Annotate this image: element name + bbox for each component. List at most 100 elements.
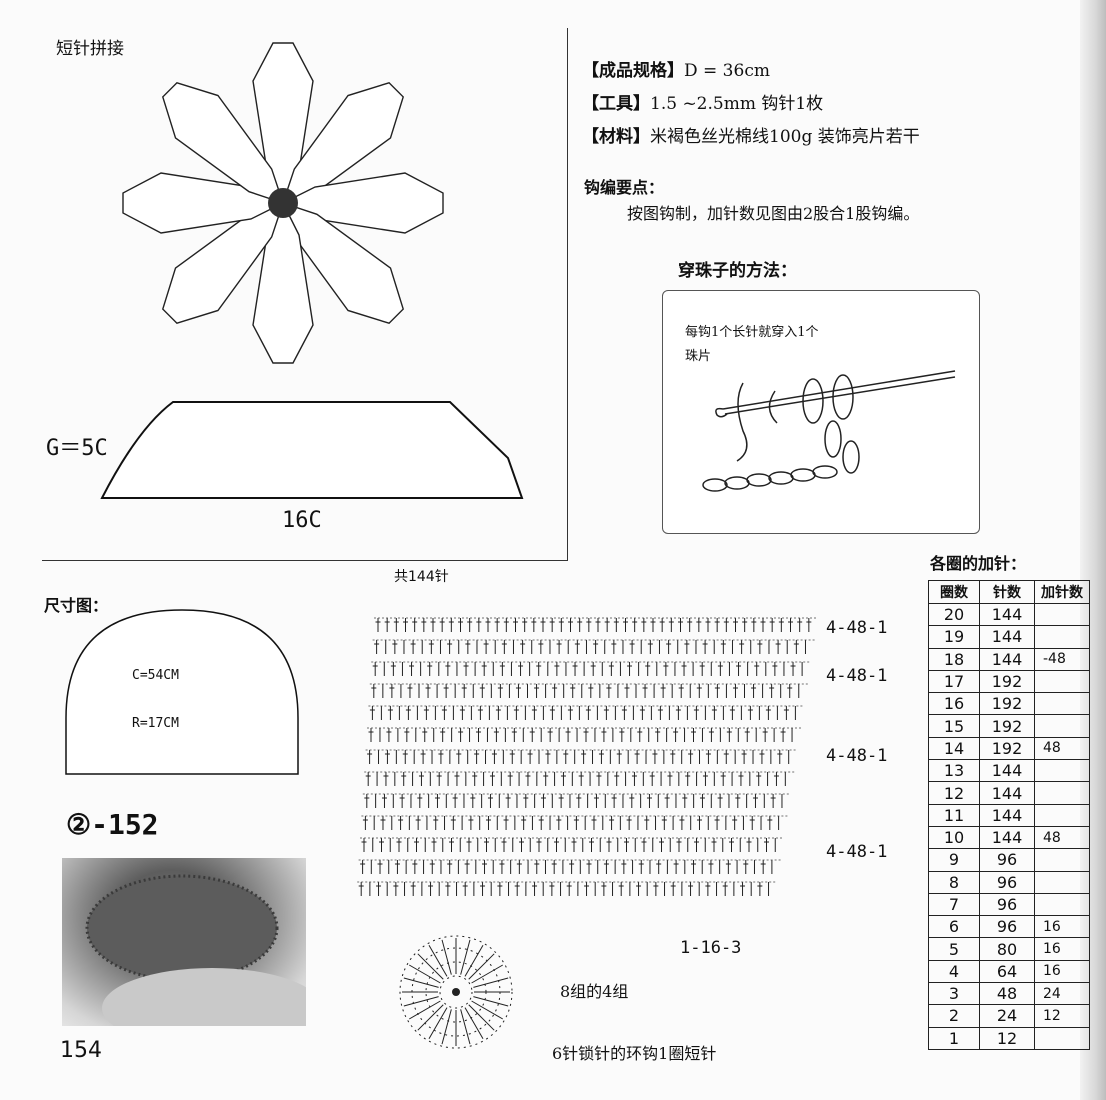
row-label-4: 4-48-1 [826, 842, 888, 862]
spec-size: 【成品规格】D = 36cm [582, 61, 770, 81]
circumference-label: C=54CM [132, 668, 179, 683]
round-cell: 2 [928, 1004, 980, 1028]
stitch-chart [357, 617, 818, 896]
round-cell: 1 [928, 1026, 980, 1050]
header-increase: 加针数 [1034, 580, 1090, 604]
header-stitches: 针数 [979, 580, 1035, 604]
round-cell: 14 [928, 736, 980, 761]
size-diagram-heading: 尺寸图： [44, 596, 109, 615]
stitch-count-cell: 96 [979, 892, 1035, 917]
spec-material: 【材料】米褐色丝光棉线100g 装饰亮片若干 [582, 127, 920, 147]
key-points-body: 按图钩制，加针数见图由2股合1股钩编。 [627, 204, 920, 223]
panel-border-right [567, 28, 568, 560]
start-note: 6针锁针的环钩1圈短针 [552, 1044, 717, 1063]
round-cell: 8 [928, 870, 980, 894]
key-points-heading: 钩编要点： [584, 178, 665, 197]
round-cell: 19 [928, 625, 980, 649]
panel-border-bottom [42, 560, 568, 561]
increase-cell [1034, 759, 1090, 783]
increase-cell [1034, 781, 1090, 805]
table-header-row: 圈数 针数 加针数 [928, 580, 1090, 604]
stitch-count-cell: 192 [979, 669, 1035, 694]
increase-cell: 48 [1034, 736, 1090, 761]
increase-cell: 16 [1034, 959, 1090, 984]
increase-cell [1034, 714, 1090, 738]
stitch-count-cell: 48 [979, 982, 1035, 1006]
panel-title: 短针拼接 [56, 39, 124, 59]
flower-petal [281, 201, 405, 325]
round-cell: 5 [928, 937, 980, 961]
starting-ring-diagram [399, 935, 513, 1049]
row-label-3: 4-48-1 [826, 746, 888, 766]
row-label-2: 4-48-1 [826, 666, 888, 686]
page-number: 154 [60, 1038, 102, 1063]
flower-petal [161, 81, 285, 205]
stitch-count-cell: 96 [979, 870, 1035, 894]
increase-cell [1034, 625, 1090, 649]
stitch-count-cell: 24 [979, 1004, 1035, 1028]
increase-cell [1034, 602, 1090, 627]
increase-cell [1034, 870, 1090, 894]
stitch-count-cell: 192 [979, 692, 1035, 716]
increase-cell: 16 [1034, 937, 1090, 961]
stitch-count-cell: 80 [979, 937, 1035, 961]
increase-cell: 24 [1034, 982, 1090, 1006]
stitch-count-cell: 144 [979, 825, 1035, 850]
increase-cell [1034, 803, 1090, 827]
stitch-count-cell: 144 [979, 759, 1035, 783]
round-cell: 10 [928, 825, 980, 850]
bead-method-heading: 穿珠子的方法： [678, 261, 797, 281]
bead-note-line1: 每钩1个长针就穿入1个 [685, 325, 819, 340]
bead-note-line2: 珠片 [685, 349, 712, 364]
round-cell: 12 [928, 781, 980, 805]
increase-cell: -48 [1034, 647, 1090, 671]
stitch-count-cell: 144 [979, 602, 1035, 627]
increase-cell [1034, 892, 1090, 917]
stitch-total-label: 共144针 [394, 569, 449, 585]
round-cell: 20 [928, 602, 980, 627]
round-cell: 3 [928, 982, 980, 1006]
stitch-count-cell: 96 [979, 915, 1035, 939]
stitch-count-cell: 12 [979, 1026, 1035, 1050]
round-cell: 4 [928, 959, 980, 984]
row-label-1: 4-48-1 [826, 618, 888, 638]
flower-petal [161, 201, 285, 325]
round-cell: 17 [928, 669, 980, 694]
stitch-count-cell: 144 [979, 781, 1035, 805]
hat-photo [62, 858, 306, 1026]
round-cell: 11 [928, 803, 980, 827]
round-cell: 16 [928, 692, 980, 716]
bead-method-box: 每钩1个长针就穿入1个 珠片 [662, 290, 980, 534]
increase-cell: 16 [1034, 915, 1090, 939]
stitch-count-cell: 96 [979, 848, 1035, 872]
round-cell: 6 [928, 915, 980, 939]
stitch-count-cell: 144 [979, 625, 1035, 649]
flower-center [268, 188, 298, 218]
flower-petal [281, 81, 405, 205]
header-round: 圈数 [928, 580, 980, 604]
increase-cell [1034, 669, 1090, 694]
stitch-count-cell: 144 [979, 803, 1035, 827]
spec-tools: 【工具】1.5 ~2.5mm 钩针1枚 [582, 94, 824, 114]
hook-bead-illustration [702, 370, 956, 492]
pattern-id: ②-152 [66, 808, 159, 841]
base-label: 1-16-3 [680, 938, 742, 958]
round-cell: 13 [928, 759, 980, 783]
increase-cell [1034, 692, 1090, 716]
